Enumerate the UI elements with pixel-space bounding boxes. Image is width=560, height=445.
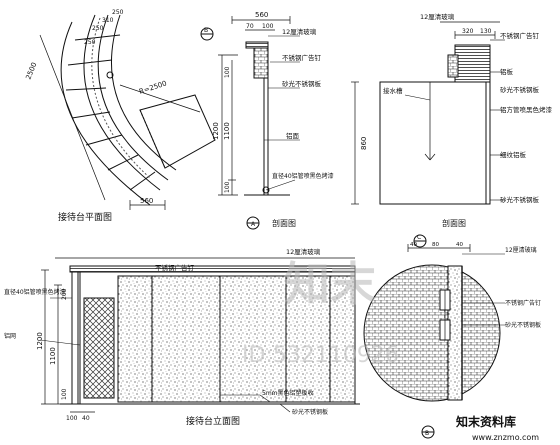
section-a-callout-4: 铝面 [286,131,300,140]
elevation [39,257,360,413]
section-a-dim-v4: 100 [224,181,231,193]
detail-dim-1: 40 [410,242,417,248]
watermark-logo: 知末 [284,257,376,311]
watermark-url: www.znzmo.com [472,433,539,442]
section-b-callout-5: 铝方管喷黑色烤漆 [500,105,553,114]
detail-view [363,234,505,439]
section-a-callout-5: 直径40铝管喷黑色烤漆 [272,172,334,180]
plan-dim-top-1: 250 [84,39,96,46]
section-b-dim-2: 130 [480,28,492,35]
section-a-dim-small-2: 100 [262,23,274,30]
section-a-marker-top: B [204,27,208,34]
section-b-dim-side: 860 [360,137,368,150]
elevation-title: 接待台立面图 [186,415,240,427]
detail-callout-3: 砂光不锈钢板 [505,321,541,329]
plan-dim-radius: R=2500 [138,79,168,95]
elevation-dim-left-2: 1200 [36,332,44,350]
elevation-dim-left-1: 200 [61,288,68,300]
elevation-dim-left-3: 1100 [49,347,57,365]
plan-dim-long: 2500 [24,61,38,81]
plan-dim-bottom: 560 [140,197,153,205]
watermark-id: ID:532110926 [242,343,399,368]
section-a-dim-v1: 1200 [212,122,220,140]
detail-dim-3: 40 [456,242,463,248]
plan-title: 接待台平面图 [58,211,112,223]
section-a-callout-2: 不锈钢广告钉 [282,53,322,62]
plan-view [39,14,216,210]
elevation-dim-bottom-1: 100 [66,415,78,422]
detail-dim-2: 80 [432,242,439,248]
section-b [351,21,505,205]
plan-dim-top-3: 310 [102,17,114,24]
elevation-bottom-callout-1: 5mm黑色铝塑板收 [262,389,314,397]
section-b-callout-2: 不锈钢广告钉 [500,31,540,40]
detail-callout-1: 12厘清玻璃 [505,246,537,254]
section-b-callout-4: 砂光不锈钢板 [500,85,540,94]
section-a-callout-3: 砂光不锈钢板 [282,79,322,88]
detail-marker-c: C [417,234,421,241]
elevation-callout-top-1: 12厘清玻璃 [286,247,321,256]
elevation-left-callout-2: 铝网 [4,332,16,340]
section-a-marker-bottom: A [251,221,256,228]
plan-dim-top-2: 250 [92,25,104,32]
elevation-left-callout-1: 直径40铝管喷黑色烤漆 [4,288,66,296]
section-a-dim-v3: 100 [224,66,231,78]
detail-marker-b: B [425,430,429,437]
plan-dim-top-4: 250 [112,9,124,16]
section-a-dim-v2: 1100 [223,122,231,140]
elevation-dim-bottom-2: 40 [82,415,90,422]
section-a [200,16,300,230]
section-b-callout-1: 12厘清玻璃 [420,12,455,21]
elevation-callout-top-2: 不锈钢广告钉 [155,263,195,272]
section-b-left-callout: 接水槽 [383,86,403,95]
watermark-brand-box [452,408,558,444]
section-b-callout-3: 铝板 [500,67,514,76]
section-a-label: 剖面图 [272,218,296,228]
watermark-brand: 知末资料库 [455,414,516,429]
section-a-callout-1: 12厘清玻璃 [282,27,317,36]
elevation-bottom-callout-2: 砂光不锈钢板 [292,408,328,416]
section-a-dim-top: 560 [255,11,268,19]
section-b-callout-7: 砂光不锈钢板 [500,195,540,204]
detail-callout-2: 不锈钢广告钉 [505,299,541,307]
section-b-dim-1: 320 [462,28,474,35]
section-a-dim-small-1: 70 [246,23,254,30]
elevation-dim-left-4: 100 [61,388,68,400]
section-b-label: 剖面图 [442,218,466,228]
section-b-callout-6: 细纹铝板 [500,150,527,159]
